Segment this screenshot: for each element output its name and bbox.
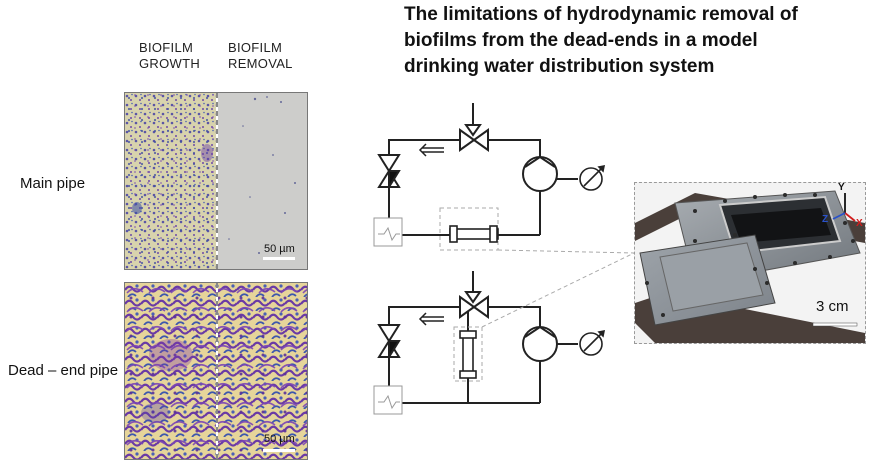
bottom-loop-pipe-right [488,306,541,327]
column-header-growth: BIOFILM GROWTH [139,40,200,72]
axis-triad-icon [832,193,856,222]
page-title: The limitations of hydrodynamic removal … [404,2,864,80]
flow-arrow-icon [418,312,444,326]
flow-cell-icon [453,326,483,382]
axis-x-label: X [856,218,863,229]
callout-lines [481,249,635,328]
top-loop-pipe-left [388,139,460,155]
valve-icon [459,291,489,319]
flow-arrow-icon [418,143,444,157]
micrograph-main-scalebar-label: 50 µm [264,243,295,255]
column-header-growth-line2: GROWTH [139,56,201,71]
title-line-1: The limitations of hydrodynamic removal … [404,4,798,25]
check-valve-icon [377,324,401,361]
pump-icon [522,325,558,362]
bottom-loop-pipe-left [388,306,460,325]
flow-cell-cad-image [635,190,865,343]
heater-icon [373,385,403,415]
check-valve-icon [377,154,401,191]
micrograph-main-pipe-image [125,93,307,269]
heater-icon [373,217,403,247]
valve-icon [459,124,489,152]
pump-icon [522,155,558,192]
flow-cell-cad-render [634,182,866,344]
cad-scalebar [812,322,858,327]
micrograph-dead-scalebar-label: 50 µm [264,433,295,445]
micrograph-dead-end-pipe [124,282,308,460]
row-label-main-pipe: Main pipe [20,175,86,192]
micrograph-main-pipe [124,92,308,270]
title-line-3: drinking water distribution system [404,56,715,77]
axis-y-label: Y [838,182,845,193]
top-loop-pipe-right [488,139,541,158]
flowmeter-icon [579,164,606,191]
column-header-removal-line2: REMOVAL [228,56,293,71]
cad-scalebar-label: 3 cm [816,298,849,315]
row-label-dead-end-pipe: Dead – end pipe [8,362,119,379]
loop-schematics [373,103,635,415]
flow-cell-icon [439,207,499,251]
micrograph-dead-end-pipe-image [125,283,307,459]
axis-z-label: Z [822,214,829,225]
column-header-removal: BIOFILM REMOVAL [228,40,293,72]
column-header-removal-line1: BIOFILM [228,40,283,55]
flowmeter-icon [579,329,606,356]
title-line-2: biofilms from the dead-ends in a model [404,30,758,51]
column-header-growth-line1: BIOFILM [139,40,194,55]
